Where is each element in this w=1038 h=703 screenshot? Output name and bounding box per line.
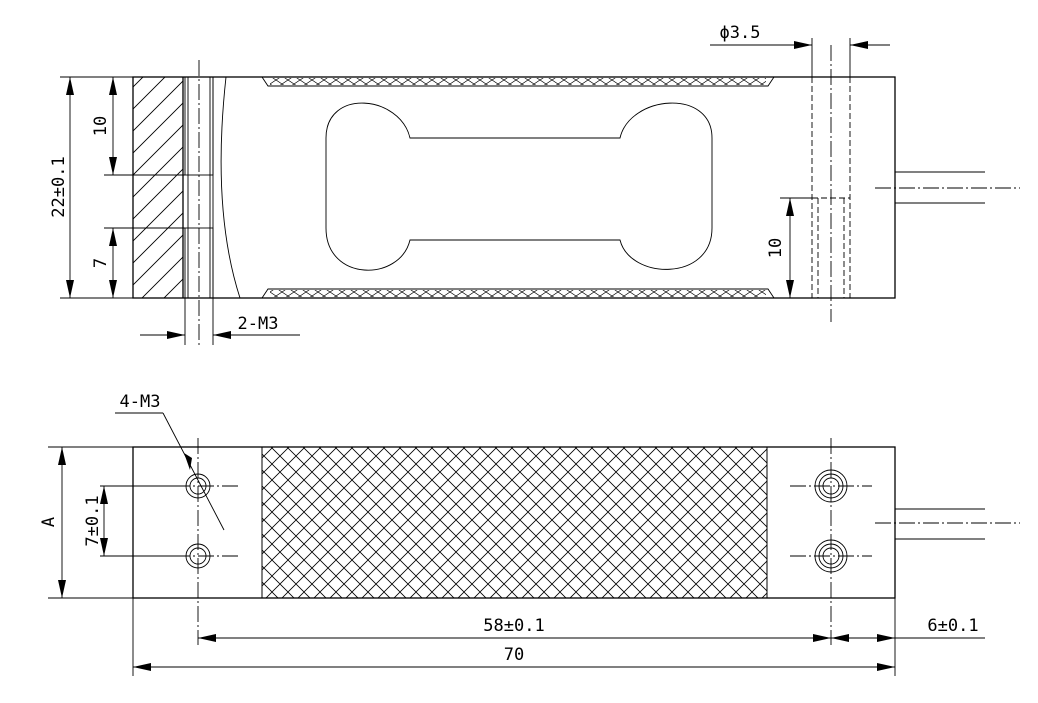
hole-span-label: 58±0.1 — [483, 616, 544, 636]
top-thread-label: 4-M3 — [120, 392, 161, 412]
dim-hole-span: 58±0.1 — [198, 616, 831, 642]
hole-pitch-label: 7±0.1 — [83, 495, 103, 546]
cable-side — [875, 171, 1020, 204]
hatched-section — [133, 77, 183, 298]
dim-side-thread: 2-M3 — [140, 298, 300, 345]
bottom-depth-label: 7 — [91, 258, 111, 268]
dim-top-thread: 4-M3 — [115, 392, 225, 531]
dim-hole-pitch: 7±0.1 — [83, 485, 186, 557]
dim-overall-length: 70 — [132, 598, 895, 676]
side-view: 22±0.1 10 7 2-M3 — [49, 23, 1020, 345]
top-gauge-cover — [261, 76, 775, 87]
bottom-gauge-cover — [261, 288, 775, 299]
right-depth-label: 10 — [766, 238, 786, 258]
hole-diameter-label: ϕ3.5 — [720, 23, 761, 43]
right-mount-holes — [790, 438, 872, 645]
overall-length-label: 70 — [504, 645, 524, 665]
top-depth-label: 10 — [91, 116, 111, 136]
dim-height: 22±0.1 — [49, 76, 133, 299]
cross-hatched-gauge-area — [261, 446, 768, 599]
dim-hole-diameter: ϕ3.5 — [710, 23, 890, 77]
width-ref-label: A — [39, 517, 59, 527]
dim-top-depth: 10 — [91, 77, 185, 176]
side-thread-label: 2-M3 — [238, 314, 279, 334]
dim-bottom-depth: 7 — [91, 227, 185, 298]
dog-bone-cutout — [325, 102, 713, 271]
curved-edge — [220, 76, 241, 299]
cable-top — [875, 508, 1020, 540]
height-label: 22±0.1 — [49, 156, 69, 217]
end-offset-label: 6±0.1 — [927, 616, 978, 636]
side-body-outline — [132, 76, 896, 299]
right-through-hole — [811, 45, 851, 322]
dim-end-offset: 6±0.1 — [831, 598, 985, 676]
dim-width: A — [39, 446, 133, 599]
dim-right-depth: 10 — [766, 197, 812, 298]
top-view: 4-M3 A 7±0.1 58±0.1 — [39, 392, 1020, 676]
left-mount-holes — [150, 438, 238, 645]
left-threaded-bores — [184, 60, 214, 345]
